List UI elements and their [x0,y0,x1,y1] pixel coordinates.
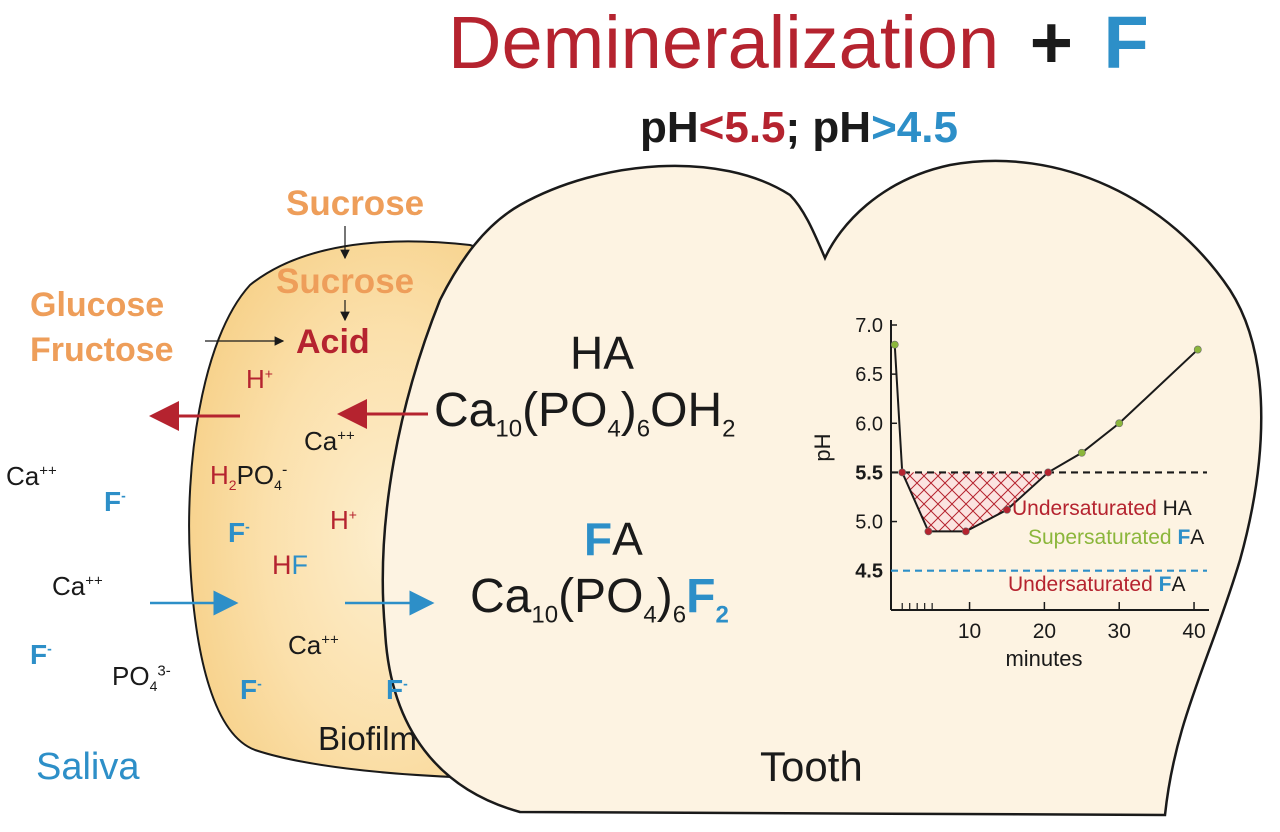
fa-formula: Ca10(PO4)6F2 [470,570,729,629]
ion-po4: PO43- [112,661,171,695]
data-point [890,340,899,349]
fructose-label: Fructose [30,331,174,369]
tooth-region [381,159,1263,817]
ion-f-biofilm-3: F- [386,674,408,705]
data-point [961,527,970,536]
ion-h2po4: H2PO4- [210,460,288,494]
ph-a-op: < [698,103,725,152]
x-tick-label: 40 [1182,620,1205,643]
ha-formula: Ca10(PO4)6OH2 [434,384,736,443]
ph-b-value: 4.5 [896,103,958,152]
y-tick-label: 7.0 [855,315,883,337]
ion-ca-saliva-1: Ca++ [6,461,57,491]
ph-a-label: pH [640,103,699,152]
ion-f-saliva-1: F- [104,486,126,517]
acid-label: Acid [296,323,370,361]
data-point [1115,419,1124,428]
biofilm-label: Biofilm [318,720,418,757]
x-tick-label: 10 [958,620,981,643]
undersaturated-area-hatch [902,472,1049,532]
saliva-label: Saliva [36,746,140,788]
ph-sep: ; [785,103,801,152]
title: Demineralization + F [448,6,1149,80]
y-axis-label: pH [810,433,835,461]
data-point [898,468,907,477]
y-tick-label: 5.5 [855,462,883,484]
x-axis-label: minutes [1005,646,1082,671]
ph-b-label: pH [812,103,872,152]
fa-label: FA [584,513,643,565]
y-tick-label: 5.0 [855,512,883,534]
tooth-label: Tooth [760,743,863,790]
data-point [1044,468,1053,477]
data-point [1077,448,1086,457]
title-demineralization: Demineralization [448,1,1000,84]
ph-b-op: > [871,103,897,152]
x-tick-label: 20 [1033,620,1056,643]
y-tick-label: 6.0 [855,413,883,435]
ion-f-saliva-2: F- [30,639,52,670]
ion-ca-biofilm-1: Ca++ [304,426,355,456]
ion-ca-biofilm-2: Ca++ [288,630,339,660]
data-point [1193,345,1202,354]
glucose-label: Glucose [30,286,165,324]
title-plus: + [1029,1,1073,84]
ion-f-biofilm-2: F- [240,674,262,705]
annotation-undersaturated-fa: Undersaturated FA [1008,573,1186,596]
ph-range: pH<5.5; pH>4.5 [640,106,958,150]
ion-f-biofilm-1: F- [228,517,250,548]
annotation-supersaturated-fa: Supersaturated FA [1028,526,1205,549]
y-tick-label: 6.5 [855,364,883,386]
x-tick-label: 30 [1108,620,1131,643]
y-tick-label: 4.5 [855,561,883,583]
sucrose-mid: Sucrose [276,262,415,301]
ion-h-plus-1: H+ [246,364,273,394]
data-point [924,527,933,536]
ion-hf: HF [272,550,308,580]
sucrose-top: Sucrose [286,184,425,223]
annotation-undersaturated-ha: Undersaturated HA [1012,497,1192,520]
ion-ca-saliva-2: Ca++ [52,571,103,601]
data-point [1003,505,1011,514]
title-f: F [1103,1,1149,84]
ha-label: HA [570,327,634,379]
ph-a-value: 5.5 [724,103,786,152]
ion-h-plus-2: H+ [330,505,357,535]
